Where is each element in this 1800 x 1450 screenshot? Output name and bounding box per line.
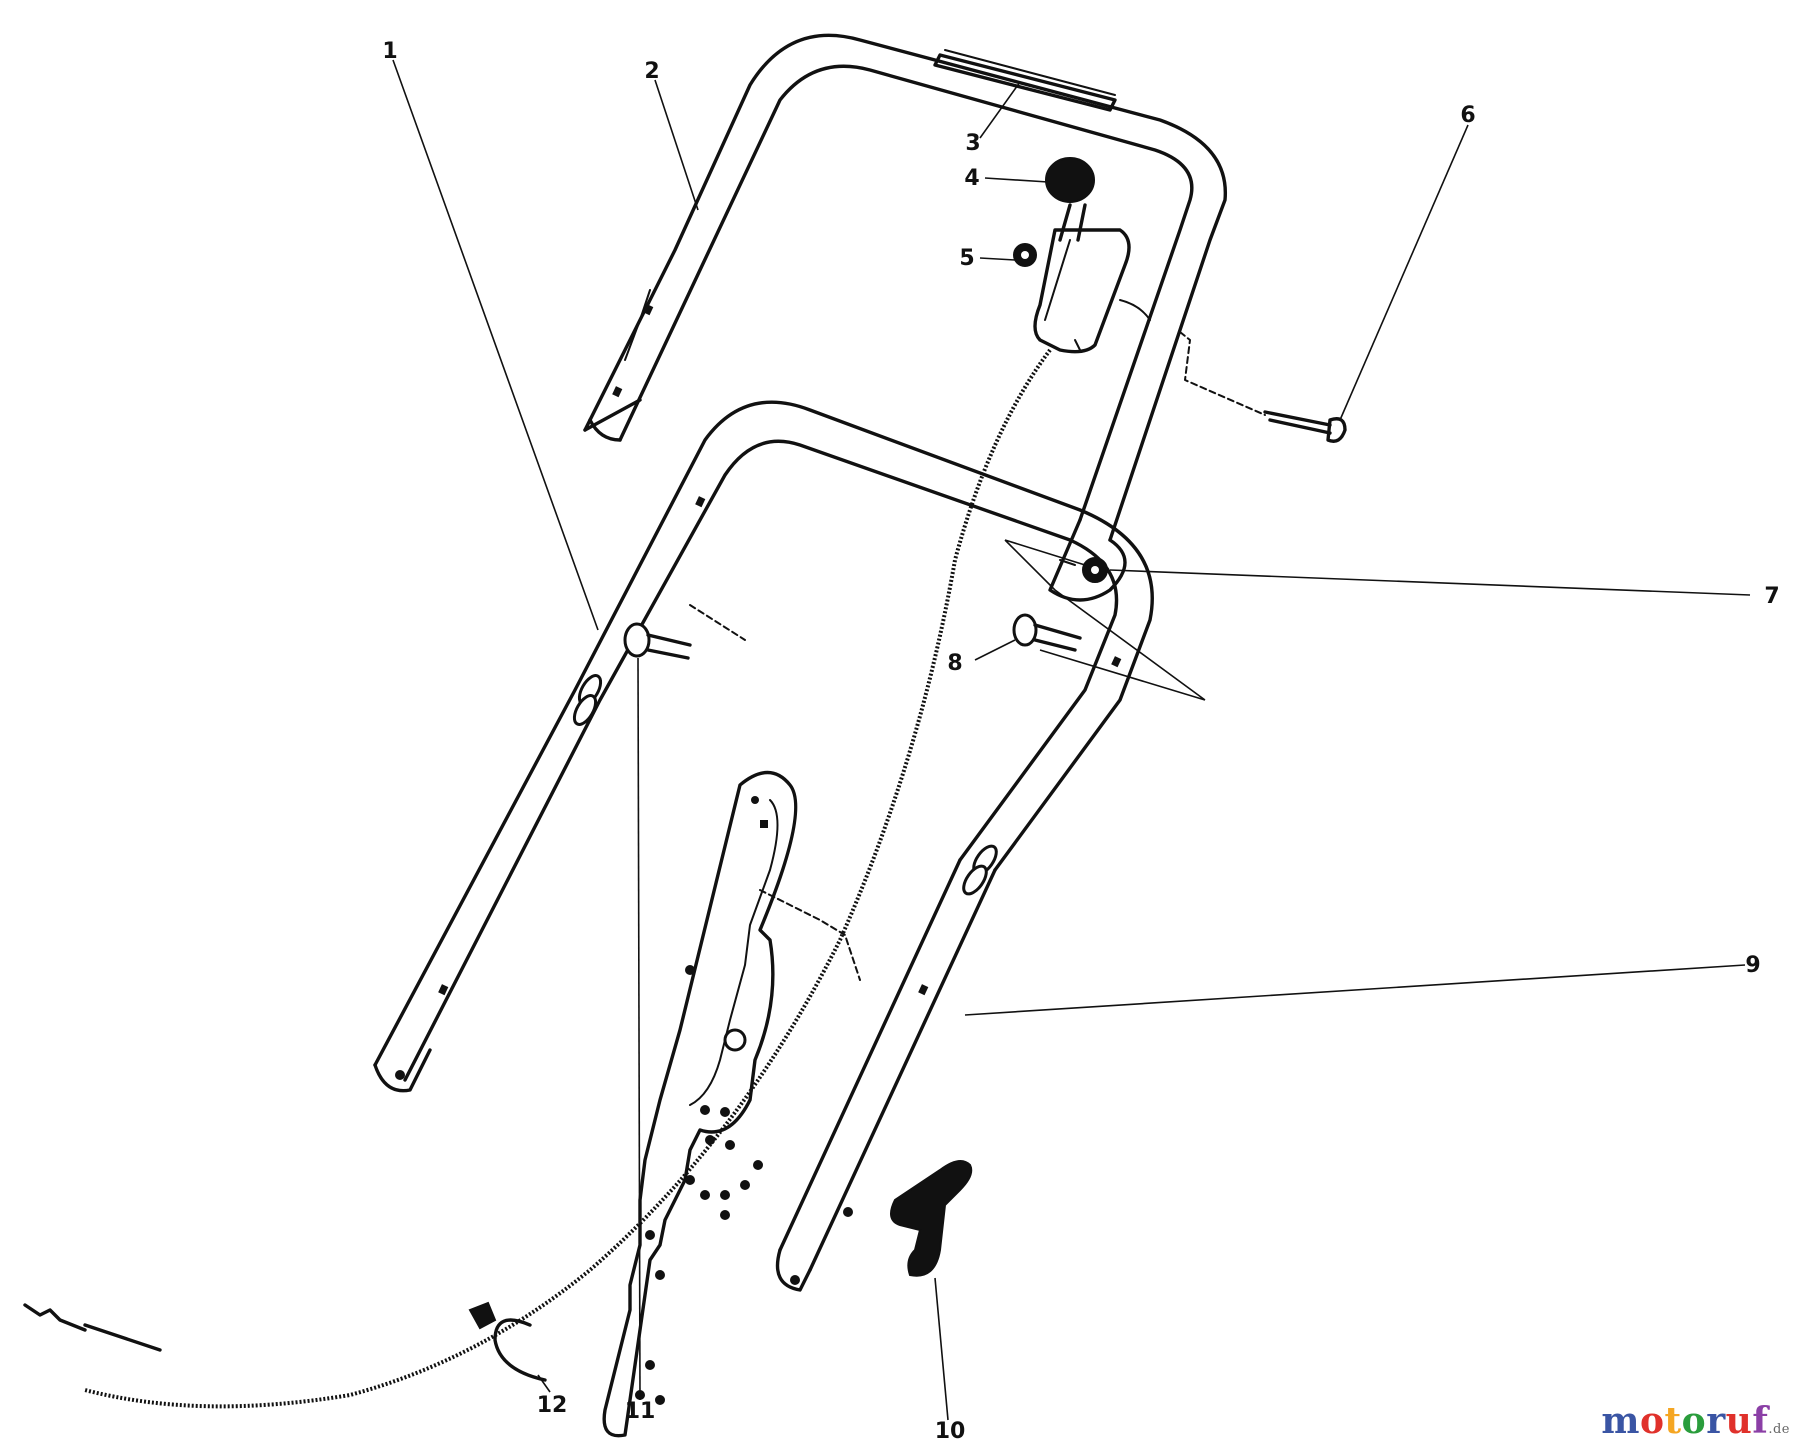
brand-letter: f <box>1752 1400 1769 1442</box>
callout-6: 6 <box>1460 103 1475 128</box>
throttle-control <box>1013 157 1151 354</box>
callout-4: 4 <box>964 166 979 191</box>
brand-letter: o <box>1640 1400 1665 1442</box>
nut-7 <box>1059 557 1108 583</box>
brand-letter: o <box>1681 1400 1707 1442</box>
brand-letter: t <box>1664 1400 1682 1442</box>
callout-12: 12 <box>537 1393 568 1418</box>
control-cable <box>84 348 1052 1409</box>
brand-letter: m <box>1601 1400 1641 1442</box>
bolt-11 <box>623 622 692 660</box>
upper-handle <box>583 33 1227 602</box>
callout-10: 10 <box>935 1419 966 1444</box>
callout-8: 8 <box>947 651 962 676</box>
bolt-6 <box>1263 410 1347 443</box>
knob-10 <box>890 1160 973 1277</box>
lower-handle <box>373 400 1154 1292</box>
grip-plate <box>933 53 1117 112</box>
callout-9: 9 <box>1745 953 1760 978</box>
bolt-8 <box>1012 613 1082 652</box>
brand-name: motoruf <box>1601 1400 1768 1442</box>
brand-watermark: motoruf.de <box>1601 1400 1790 1442</box>
brand-suffix: .de <box>1768 1422 1790 1437</box>
brand-letter: u <box>1725 1400 1753 1442</box>
side-plate <box>602 770 798 1438</box>
callout-2: 2 <box>644 59 659 84</box>
callout-7: 7 <box>1764 584 1779 609</box>
callout-11: 11 <box>625 1399 656 1424</box>
throttle-knob <box>1045 157 1095 203</box>
clip-12 <box>468 1301 547 1382</box>
callout-5: 5 <box>959 246 974 271</box>
brand-letter: r <box>1706 1400 1726 1442</box>
callout-3: 3 <box>965 131 980 156</box>
callout-1: 1 <box>382 39 397 64</box>
